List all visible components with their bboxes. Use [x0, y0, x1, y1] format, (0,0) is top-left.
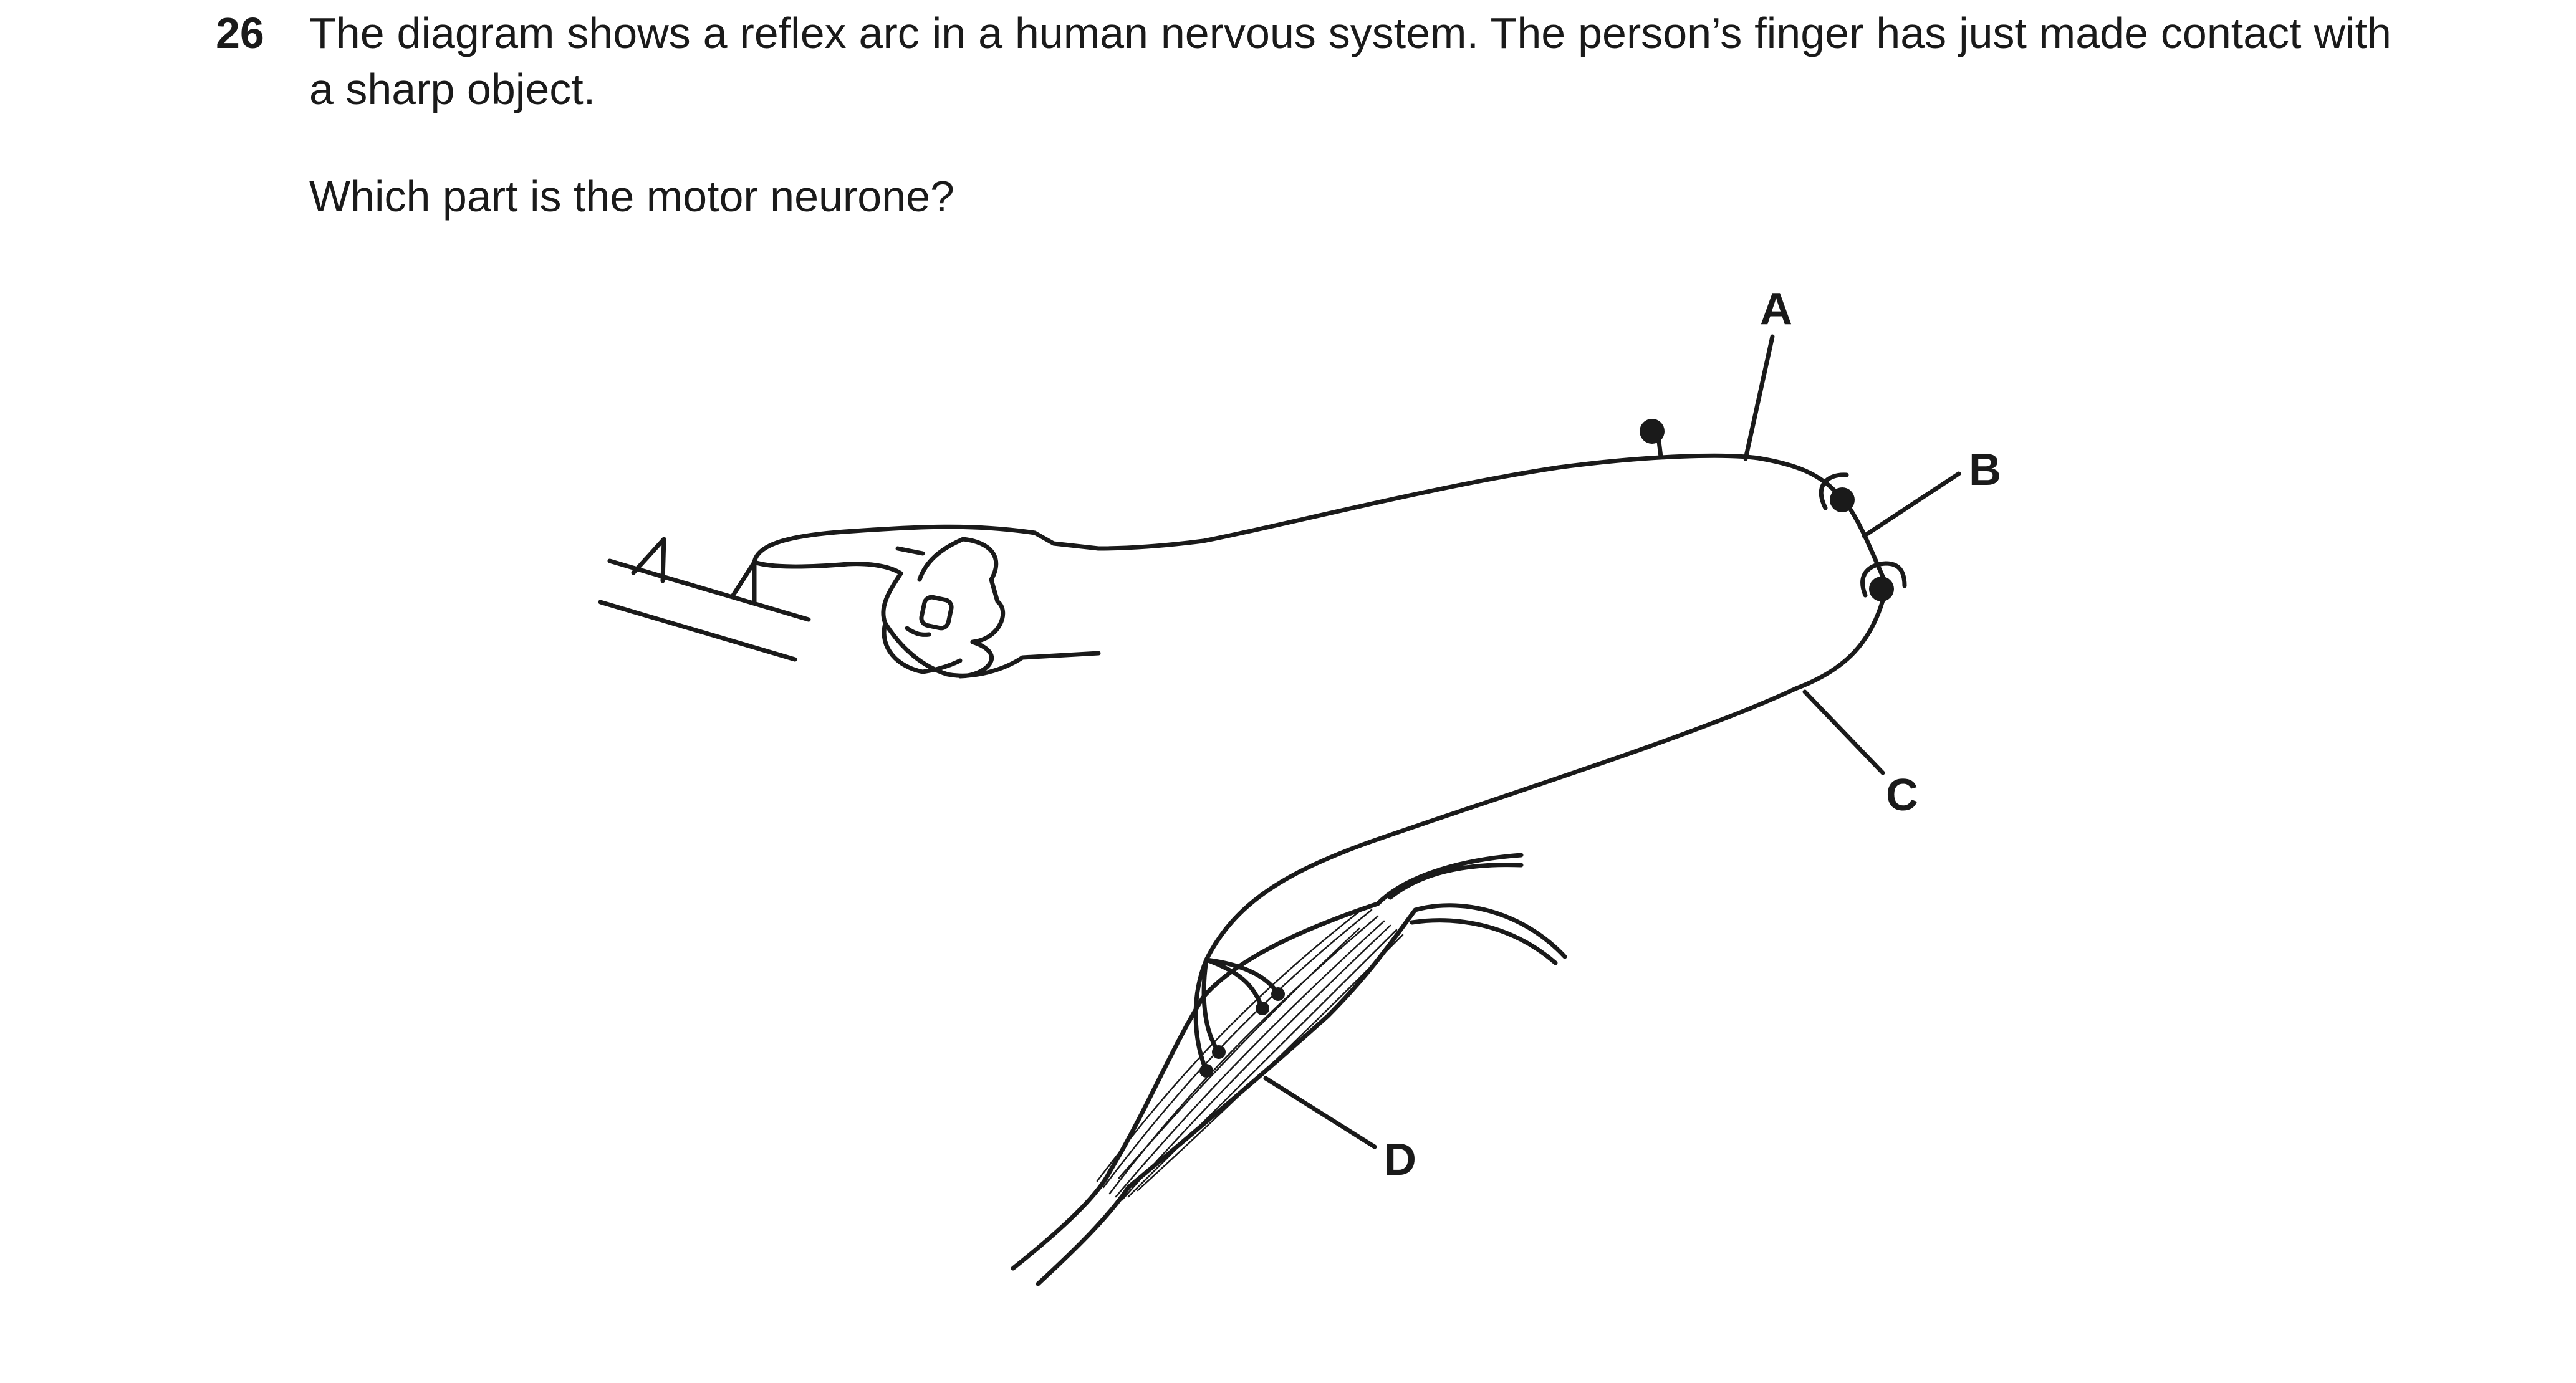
end-plate-dot-1: [1199, 1064, 1213, 1078]
synapse-dot-b: [1830, 487, 1855, 512]
muscle: [1011, 853, 1567, 1286]
motor-neurone: [1204, 586, 1888, 962]
label-c: C: [1886, 770, 1918, 820]
synapse-1: [1819, 472, 1849, 510]
leader-c: [1802, 689, 1885, 775]
leader-d: [1263, 1076, 1377, 1149]
motor-end-plates: [1193, 957, 1281, 1073]
synapse-dot-c: [1869, 577, 1894, 601]
end-plate-dot-2: [1212, 1045, 1226, 1059]
synapse-2: [1860, 561, 1907, 598]
sharp-object: [598, 537, 811, 662]
label-d: D: [1384, 1135, 1416, 1185]
leader-a: [1743, 334, 1775, 461]
label-a: A: [1760, 284, 1792, 334]
end-plate-dot-3: [1256, 1002, 1269, 1015]
label-b: B: [1969, 445, 2001, 495]
question-prompt: Which part is the motor neurone?: [309, 172, 954, 221]
end-plate-dot-4: [1271, 987, 1285, 1001]
question-number: 26: [216, 9, 264, 57]
question-text: The diagram shows a reflex arc in a huma…: [309, 9, 2391, 113]
hand: [752, 524, 1101, 679]
sensory-neurone: [1096, 453, 1842, 551]
leader-b: [1862, 471, 1961, 538]
sensory-cell-body: [1640, 419, 1665, 444]
